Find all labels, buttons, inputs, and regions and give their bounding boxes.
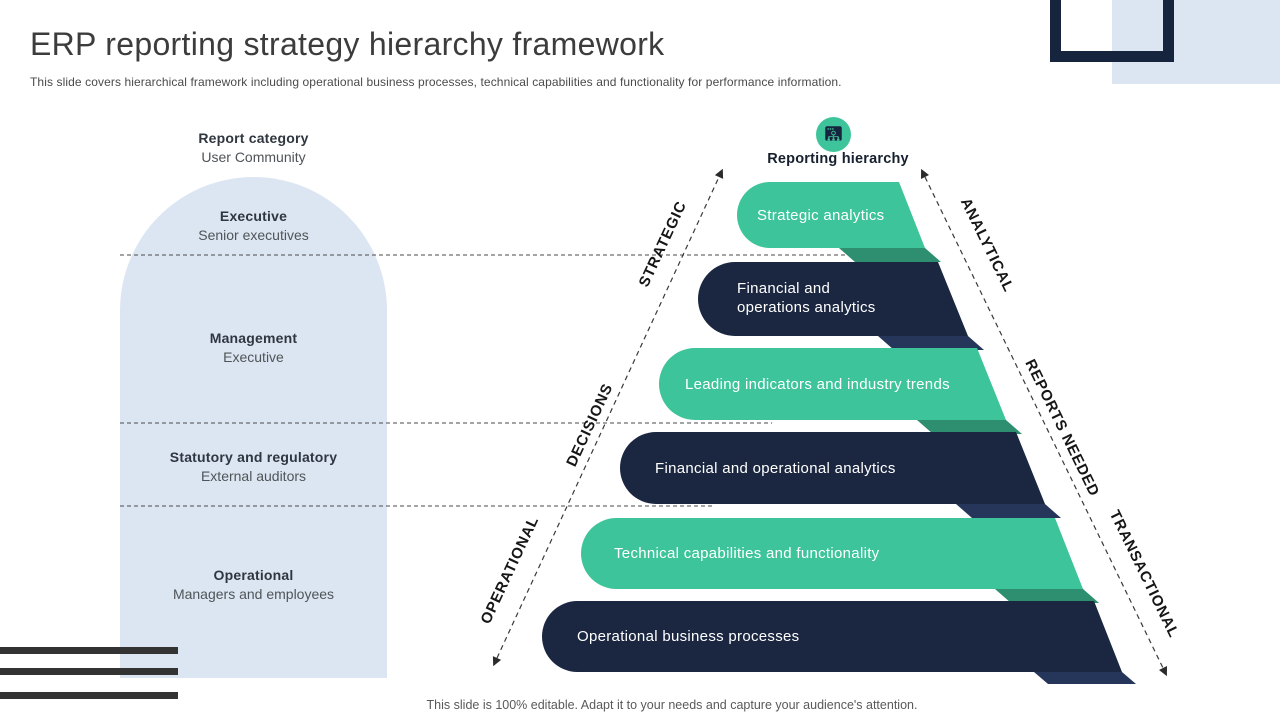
pyramid-row-2: Financial and operations analytics (698, 262, 984, 350)
decor-bar (0, 647, 178, 654)
decor-bar (0, 692, 178, 699)
report-category-subtitle: User Community (201, 149, 306, 165)
decor-frame-square (1050, 0, 1174, 62)
right-axis-line (924, 176, 1164, 669)
pyramid-row-3: Leading indicators and industry trends (659, 348, 1022, 434)
category-subtitle: Executive (223, 349, 284, 365)
row-shape (656, 432, 1045, 504)
row-side-face (917, 420, 1022, 434)
category-management: Management Executive (120, 329, 387, 367)
pyramid-row-label: Financial and (737, 280, 830, 297)
axis-label-strategic: STRATEGIC (636, 198, 691, 289)
row-side-face (956, 504, 1061, 518)
category-executive: Executive Senior executives (120, 207, 387, 245)
footer-caption: This slide is 100% editable. Adapt it to… (426, 698, 918, 712)
axis-label-operational: OPERATIONAL (478, 514, 543, 627)
report-category-header: Report category User Community (120, 129, 387, 167)
row-side-face (995, 589, 1099, 603)
pyramid-row-label: Operational business processes (577, 628, 799, 645)
category-title: Executive (219, 208, 288, 224)
pyramid-row-5: Technical capabilities and functionality (581, 518, 1099, 603)
arrow-up-icon (714, 168, 724, 179)
axis-label-analytical: ANALYTICAL (957, 195, 1017, 295)
category-subtitle: Senior executives (198, 227, 309, 243)
row-shape (735, 262, 968, 336)
row-shape (577, 601, 1122, 672)
org-chart-window-icon (816, 117, 851, 152)
reporting-hierarchy-label: Reporting hierarchy (767, 151, 909, 167)
pyramid-row-4: Financial and operational analytics (620, 432, 1061, 518)
pyramid-row-label: operations analytics (737, 299, 876, 316)
report-category-title: Report category (198, 130, 309, 146)
pyramid-row-6: Operational business processes (542, 601, 1136, 684)
category-title: Management (209, 330, 298, 346)
category-operational: Operational Managers and employees (120, 566, 387, 604)
page-title: ERP reporting strategy hierarchy framewo… (30, 26, 665, 62)
pyramid-row-label: Strategic analytics (757, 207, 884, 224)
category-subtitle: External auditors (200, 468, 307, 484)
row-shape (770, 182, 925, 248)
row-shape (695, 348, 1006, 420)
user-community-arch (120, 177, 387, 678)
pyramid-row-label: Financial and operational analytics (655, 460, 896, 477)
category-subtitle: Managers and employees (172, 586, 335, 602)
pyramid-row-label: Leading indicators and industry trends (685, 376, 950, 393)
decor-bar (0, 668, 178, 675)
arrow-up-icon (921, 168, 929, 179)
arrow-down-icon (492, 656, 502, 667)
decor-blue-block (1112, 0, 1280, 84)
row-side-face (839, 248, 941, 262)
page-subtitle: This slide covers hierarchical framework… (30, 75, 842, 89)
row-side-face (1034, 672, 1136, 684)
pyramid-row-1: Strategic analytics (737, 182, 941, 262)
axis-label-decisions: DECISIONS (563, 381, 616, 469)
row-shape (616, 518, 1083, 589)
category-statutory: Statutory and regulatory External audito… (120, 448, 387, 486)
category-title: Operational (213, 567, 294, 583)
arrow-down-icon (1159, 666, 1167, 677)
row-side-face (878, 336, 984, 350)
pyramid-row-label: Technical capabilities and functionality (614, 545, 880, 562)
left-axis-line (496, 176, 720, 659)
category-title: Statutory and regulatory (169, 449, 338, 465)
